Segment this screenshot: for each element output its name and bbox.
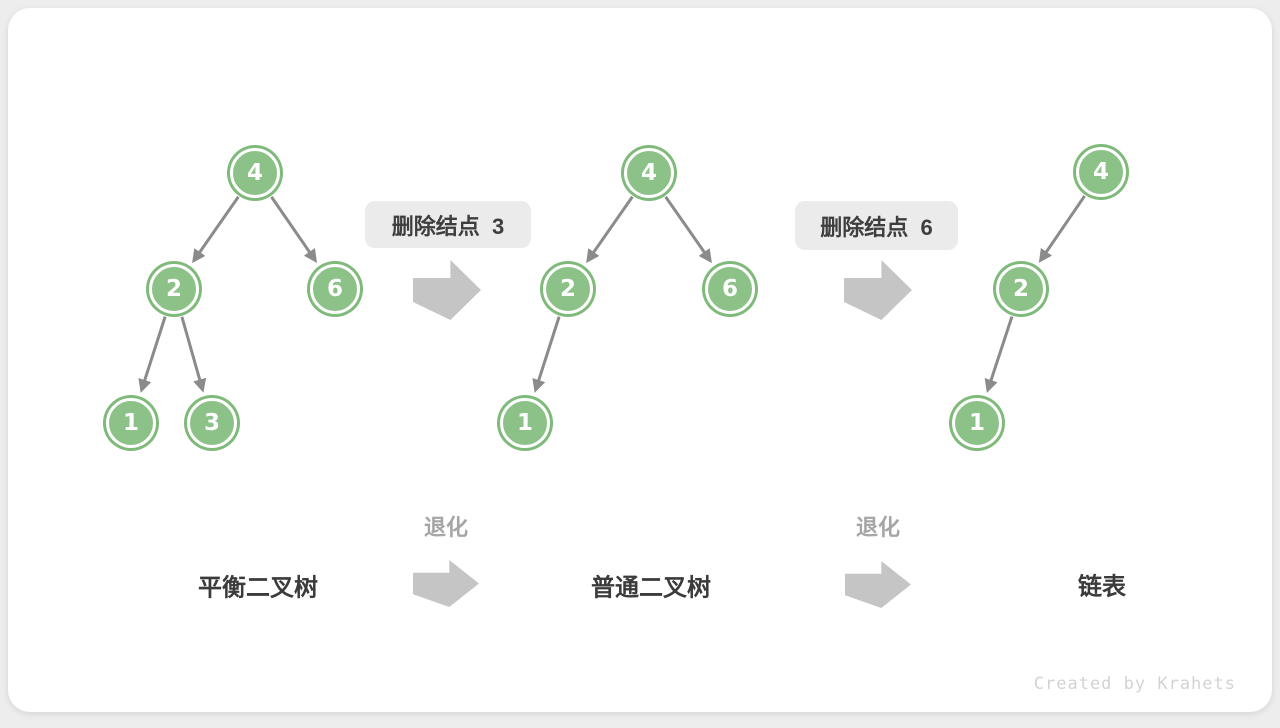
tree-edge — [532, 316, 561, 393]
tree-edge — [270, 196, 318, 263]
tree-edge — [180, 316, 207, 393]
tree-edge — [1038, 195, 1086, 263]
tree-node-3: 3 — [187, 398, 237, 448]
tree-edge — [664, 195, 712, 264]
tree-node-1: 1 — [106, 398, 156, 448]
watermark: Created by Krahets — [1033, 674, 1236, 694]
tree-node-4: 4 — [1076, 147, 1126, 197]
tree-node-6: 6 — [310, 264, 360, 314]
balanced-binary-tree-label: 平衡二叉树 — [198, 574, 318, 602]
tree-edge — [192, 195, 240, 264]
delete-node-3-label: 删除结点 3 — [365, 201, 531, 248]
tree-edge — [984, 316, 1014, 393]
tree-node-2: 2 — [996, 264, 1046, 314]
delete-node-6-label: 删除结点 6 — [795, 201, 958, 250]
tree-node-4: 4 — [624, 148, 674, 198]
degrade-label: 退化 — [423, 515, 469, 540]
linked-list-label: 链表 — [1078, 573, 1126, 601]
tree-node-6: 6 — [705, 264, 755, 314]
tree-node-2: 2 — [543, 264, 593, 314]
tree-node-1: 1 — [952, 398, 1002, 448]
ordinary-binary-tree-label: 普通二叉树 — [591, 574, 711, 602]
degrade-label: 退化 — [855, 515, 901, 540]
tree-node-4: 4 — [230, 148, 280, 198]
tree-node-2: 2 — [149, 264, 199, 314]
tree-edge — [138, 316, 167, 393]
tree-node-1: 1 — [500, 398, 550, 448]
tree-edge — [586, 195, 634, 264]
tree-edges-layer — [138, 195, 1086, 393]
